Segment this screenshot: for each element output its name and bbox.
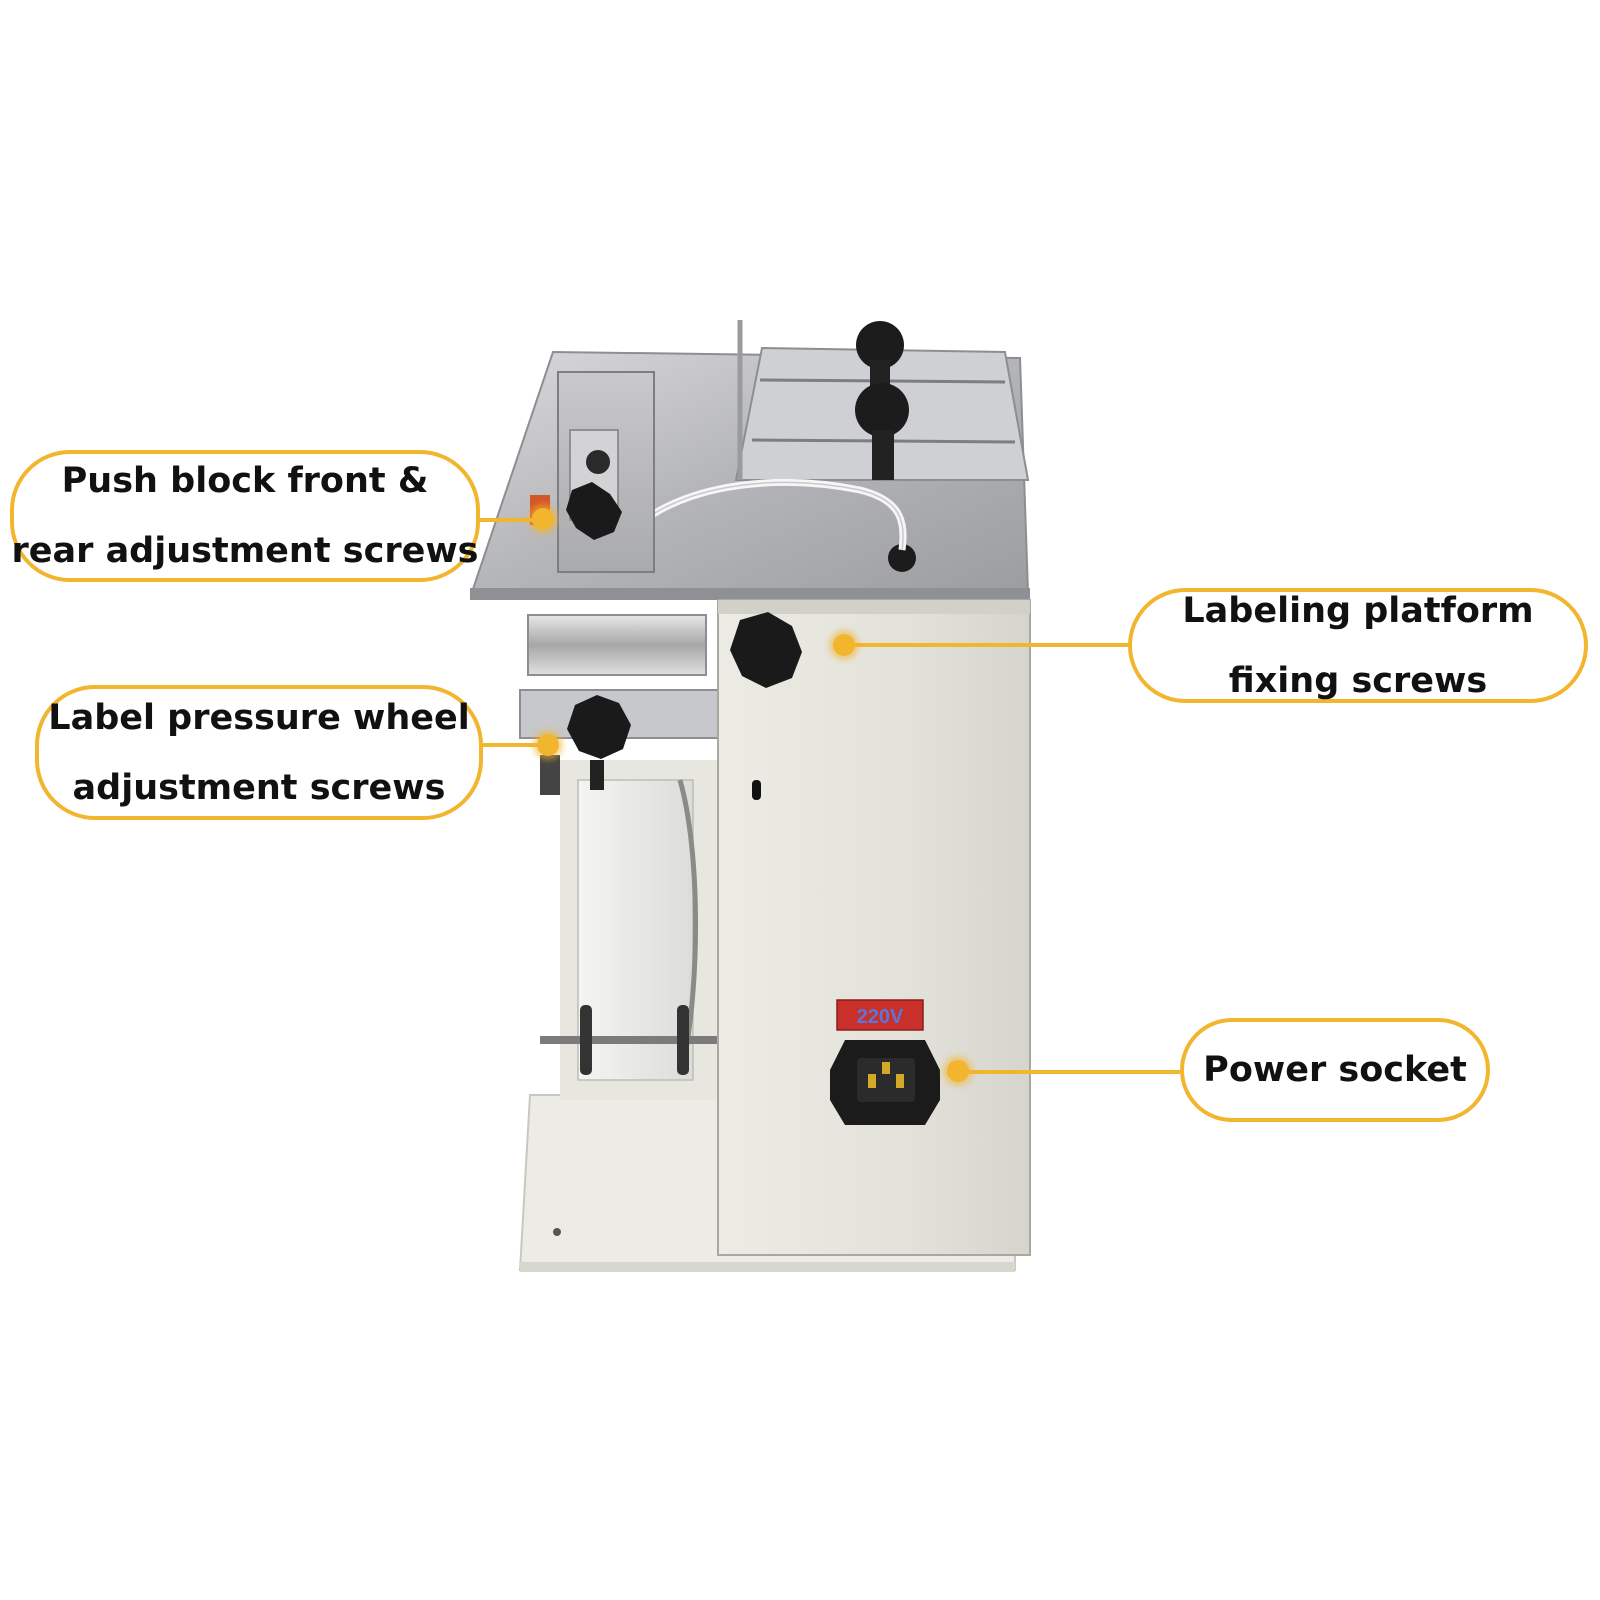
- top-knob-1: [856, 321, 904, 369]
- upper-roller: [527, 614, 707, 676]
- leader-line-push-block: [478, 518, 538, 522]
- callout-label-wheel-line1: Label pressure wheel: [48, 697, 470, 738]
- callout-platform: Labeling platform fixing screws: [1128, 588, 1588, 703]
- leader-line-platform: [843, 643, 1128, 647]
- marker-dot-power: [947, 1060, 969, 1082]
- callout-label-wheel: Label pressure wheel adjustment screws: [35, 685, 483, 820]
- base-edge: [520, 1262, 1015, 1272]
- pressure-wheel-knob: [567, 695, 631, 759]
- push-block-knob: [566, 482, 622, 540]
- voltage-plate: [836, 999, 924, 1031]
- electrical-cabinet: [717, 599, 1031, 1256]
- callout-push-block-line2: rear adjustment screws: [11, 531, 479, 571]
- marker-dot-platform: [833, 634, 855, 656]
- platform-fixing-knob: [730, 612, 802, 688]
- callout-push-block: Push block front & rear adjustment screw…: [10, 450, 480, 582]
- leader-line-power: [960, 1070, 1180, 1074]
- label-roll: [577, 779, 694, 1081]
- callout-push-block-line1: Push block front &: [61, 461, 429, 501]
- base-screw: [553, 1228, 561, 1236]
- marker-dot-push-block: [532, 508, 554, 530]
- spindle-collar-right: [677, 1005, 689, 1075]
- spindle-collar-left: [580, 1005, 592, 1075]
- callout-platform-line1: Labeling platform: [1182, 590, 1534, 631]
- callout-power-line1: Power socket: [1203, 1050, 1467, 1090]
- top-knob-2: [855, 383, 909, 437]
- voltage-plate-text: 220V: [857, 1006, 904, 1028]
- callout-label-wheel-line2: adjustment screws: [72, 767, 446, 808]
- callout-power: Power socket: [1180, 1018, 1490, 1122]
- callout-platform-line2: fixing screws: [1228, 660, 1488, 701]
- leader-line-label-wheel: [478, 743, 544, 747]
- marker-dot-label-wheel: [537, 734, 559, 756]
